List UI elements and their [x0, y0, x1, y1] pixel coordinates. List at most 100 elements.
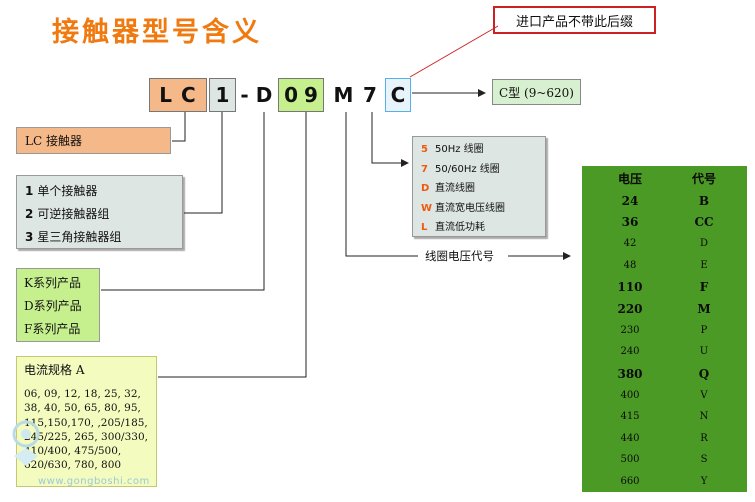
type-number: 1 — [25, 184, 34, 198]
code-suffix-c: C — [385, 78, 411, 112]
coil-label: 直流宽电压线圈 — [435, 202, 505, 214]
coil-code: L — [421, 222, 428, 233]
table-row: 415 N — [582, 406, 747, 428]
watermark-text: www.gongboshi.com — [38, 476, 150, 487]
current-spec-title: 电流规格 A — [24, 363, 85, 377]
table-row: 660 Y — [582, 471, 747, 493]
lc-label-box: LC 接触器 — [16, 127, 171, 154]
type-label: 可逆接触器组 — [37, 207, 110, 221]
table-row: 48 E — [582, 255, 747, 277]
current-spec-line: 115,150,170, ,205/185, — [24, 416, 148, 429]
series-item: F系列产品 — [24, 322, 81, 336]
category-box: C型 (9~620) — [492, 79, 581, 105]
code-series-letter: D — [255, 83, 273, 107]
coil-voltage-label: 线圈电压代号 — [425, 249, 494, 263]
code-cell: P — [700, 324, 708, 336]
code-cell: V — [700, 389, 708, 401]
voltage-cell: 400 — [620, 389, 640, 401]
type-number: 2 — [25, 207, 34, 221]
code-cell: Y — [700, 476, 708, 488]
code-type-digit: 1 — [209, 78, 236, 112]
code-current: 09 — [278, 78, 324, 112]
header-voltage: 电压 — [617, 171, 642, 186]
voltage-cell: 660 — [620, 476, 640, 488]
code-cell: R — [700, 432, 708, 444]
code-cell: N — [699, 411, 709, 423]
code-coil-digit: 7 — [363, 83, 377, 107]
coil-label: 直流线圈 — [435, 183, 475, 194]
table-row: 400 V — [582, 384, 747, 406]
code-cell: CC — [694, 215, 714, 230]
current-spec-line: 245/225, 265, 300/330, — [24, 430, 148, 443]
voltage-cell: 42 — [623, 238, 637, 250]
line-coil — [371, 112, 409, 167]
code-cell: M — [697, 301, 711, 316]
code-voltage-letter: M — [333, 83, 354, 107]
table-row: 110 F — [582, 276, 747, 298]
voltage-cell: 24 — [621, 193, 639, 208]
series-item: D系列产品 — [24, 299, 82, 313]
current-spec-line: 38, 40, 50, 65, 80, 95, — [24, 402, 141, 415]
series-box: K系列产品 D系列产品 F系列产品 — [16, 268, 100, 342]
coil-code: W — [421, 202, 433, 214]
coil-code: 5 — [421, 144, 428, 155]
current-spec-line: 410/400, 475/500, — [24, 445, 122, 458]
voltage-cell: 48 — [623, 260, 637, 272]
diagram-title: 接触器型号含义 — [52, 17, 262, 48]
code-cell: U — [699, 346, 709, 358]
type-label: 单个接触器 — [37, 184, 98, 198]
table-row: 42 D — [582, 233, 747, 255]
code-cell: F — [699, 280, 709, 295]
type-label: 星三角接触器组 — [37, 230, 122, 244]
table-row: 36 CC — [582, 212, 747, 234]
code-lc: LC — [149, 78, 207, 112]
table-row: 440 R — [582, 428, 747, 450]
type-number: 3 — [25, 230, 34, 244]
table-row: 220 M — [582, 298, 747, 320]
coil-code: 7 — [421, 163, 428, 175]
code-cell: S — [700, 454, 708, 466]
code-cell: E — [700, 260, 708, 272]
voltage-cell: 110 — [617, 280, 643, 295]
line-type — [184, 112, 223, 214]
code-cell: D — [699, 238, 709, 250]
voltage-cell: 240 — [620, 346, 640, 358]
voltage-cell: 220 — [617, 301, 643, 316]
voltage-cell: 380 — [617, 366, 643, 381]
table-row: 230 P — [582, 320, 747, 342]
coil-row: 7 50/60Hz 线圈 — [421, 160, 545, 180]
current-spec-values: 06, 09, 12, 18, 25, 32, 38, 40, 50, 65, … — [24, 387, 156, 473]
line-voltage — [345, 112, 418, 257]
line-lc — [172, 112, 186, 142]
header-code: 代号 — [691, 171, 716, 186]
suffix-note: 进口产品不带此后缀 — [493, 6, 656, 34]
coil-label: 50/60Hz 线圈 — [435, 163, 500, 175]
table-row: 500 S — [582, 449, 747, 471]
voltage-cell: 230 — [620, 324, 640, 336]
current-spec-box: 电流规格 A 06, 09, 12, 18, 25, 32, 38, 40, 5… — [16, 356, 157, 487]
watermark-logo-icon — [12, 420, 40, 466]
current-spec-line: 620/630, 780, 800 — [24, 459, 122, 472]
voltage-cell: 36 — [621, 215, 639, 230]
voltage-cell: 440 — [620, 432, 640, 444]
code-dash: - — [240, 83, 249, 107]
code-cell: Q — [698, 366, 710, 381]
table-row: 240 U — [582, 341, 747, 363]
current-spec-line: 06, 09, 12, 18, 25, 32, — [24, 388, 141, 400]
series-item: K系列产品 — [24, 276, 81, 290]
voltage-cell: 415 — [620, 411, 640, 423]
coil-row: L 直流低功耗 — [421, 218, 545, 238]
voltage-cell: 500 — [620, 454, 640, 466]
table-row: 380 Q — [582, 363, 747, 385]
coil-label: 直流低功耗 — [435, 222, 485, 233]
